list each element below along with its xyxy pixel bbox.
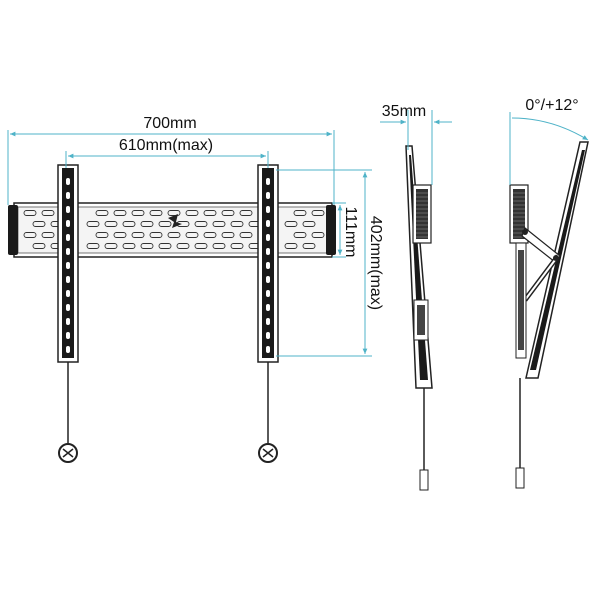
rail-height-label: 111mm xyxy=(342,207,359,258)
tilt-label: 0°/+12° xyxy=(525,97,578,114)
right-tv-arm xyxy=(257,164,279,463)
overall-width-dimension: 700mm xyxy=(7,115,335,205)
wall-rail xyxy=(8,202,336,258)
brand-logo-icon xyxy=(168,214,182,228)
vertical-spacing-dimension: 402mm(max) xyxy=(276,169,384,357)
rail-height-dimension: 111mm xyxy=(332,202,359,258)
arm-spacing-label: 610mm(max) xyxy=(119,137,213,154)
side-view-flat: 35mm xyxy=(380,103,452,491)
vertical-spacing-label: 402mm(max) xyxy=(367,216,384,310)
depth-label: 35mm xyxy=(382,103,426,120)
depth-dimension: 35mm xyxy=(380,103,452,185)
overall-width-label: 700mm xyxy=(143,115,196,132)
side-view-tilted: 0°/+12° xyxy=(509,97,589,489)
left-tv-arm xyxy=(57,164,79,463)
arm-spacing-dimension: 610mm(max) xyxy=(65,137,269,168)
tilt-dimension: 0°/+12° xyxy=(509,97,589,185)
front-view: 700mm 610mm(max) 111mm 402mm(max) xyxy=(7,115,384,463)
